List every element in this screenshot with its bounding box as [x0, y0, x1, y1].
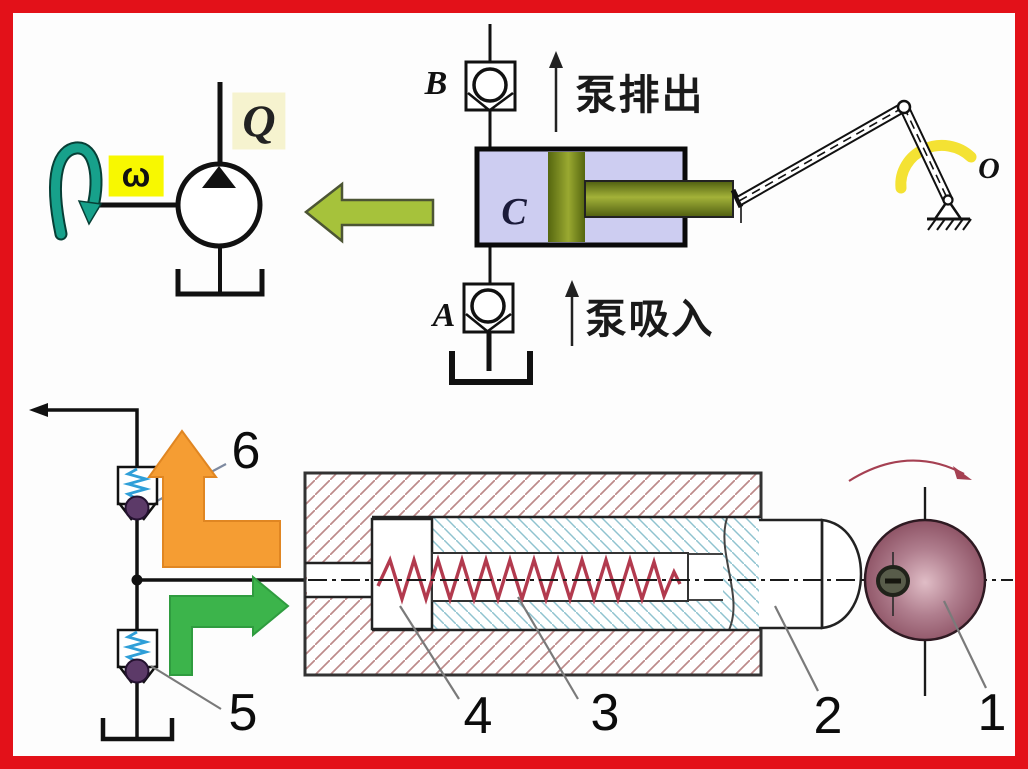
crank-linkage	[730, 99, 977, 231]
part-number-5: 5	[228, 684, 258, 742]
leader-line-2	[774, 605, 819, 692]
speed-label: ω	[108, 155, 164, 197]
plunger-tail	[759, 518, 863, 630]
leader-line-5	[150, 665, 222, 710]
discharge-arrow-icon	[549, 51, 563, 132]
piston-rod	[584, 180, 734, 218]
suction-label: 泵吸入	[585, 296, 715, 342]
inlet-arrow-icon	[169, 574, 290, 676]
crank-arm	[898, 103, 954, 204]
tank-symbol-suction	[449, 332, 533, 385]
part-number-3: 3	[590, 684, 620, 742]
pivot-label: O	[978, 152, 1000, 185]
pump-triangle	[202, 166, 236, 188]
outlet-arrow-icon	[147, 429, 281, 568]
rotation-arrow-icon	[49, 141, 103, 241]
part-number-6: 6	[231, 422, 261, 480]
part-number-2: 2	[813, 687, 843, 745]
flow-label: Q	[232, 92, 286, 150]
check-valve-B	[464, 60, 517, 112]
valve-label-A: A	[432, 297, 456, 334]
cylinder-circuit	[449, 24, 734, 385]
cylinder-C	[474, 146, 734, 248]
ball-rotation-arrow-icon	[848, 459, 972, 482]
valve-circuit	[29, 403, 307, 742]
flow-direction-arrow-icon	[303, 181, 435, 244]
part-number-4: 4	[463, 687, 493, 745]
plunger-wall-bottom	[431, 599, 726, 631]
pivot-ground	[927, 194, 972, 231]
check-valve-A	[462, 282, 515, 334]
tank-symbol	[175, 246, 265, 297]
discharge-label: 泵排出	[575, 72, 705, 118]
pump-symbol	[49, 82, 265, 297]
linkage-joint	[896, 99, 912, 115]
part-number-1: 1	[977, 684, 1007, 742]
pump-cross-section	[303, 459, 1013, 700]
suction-arrow-icon	[565, 280, 579, 346]
plunger-head	[370, 517, 434, 631]
cylinder-label: C	[501, 191, 527, 233]
connecting-rod	[735, 101, 908, 207]
valve-spring-icon	[122, 630, 152, 664]
eccentric-ball	[863, 487, 987, 696]
leader-line-1	[943, 600, 987, 689]
check-valve-5	[116, 628, 159, 684]
valve-ball	[124, 495, 150, 521]
valve-spring-icon	[122, 467, 152, 501]
relief-valve-6	[116, 465, 159, 521]
valve-ball	[124, 658, 150, 684]
outflow-arrowhead-icon	[29, 403, 48, 417]
pipe-vertical	[38, 408, 139, 737]
pipe-junction	[131, 574, 143, 586]
return-spring	[376, 554, 682, 605]
tank-symbol-bottom	[100, 718, 175, 742]
leader-line-4	[399, 605, 460, 700]
plunger-wall-top	[431, 516, 726, 555]
leader-line-3	[517, 596, 579, 700]
valve-label-B: B	[424, 65, 448, 102]
cylinder-piston	[548, 152, 585, 242]
